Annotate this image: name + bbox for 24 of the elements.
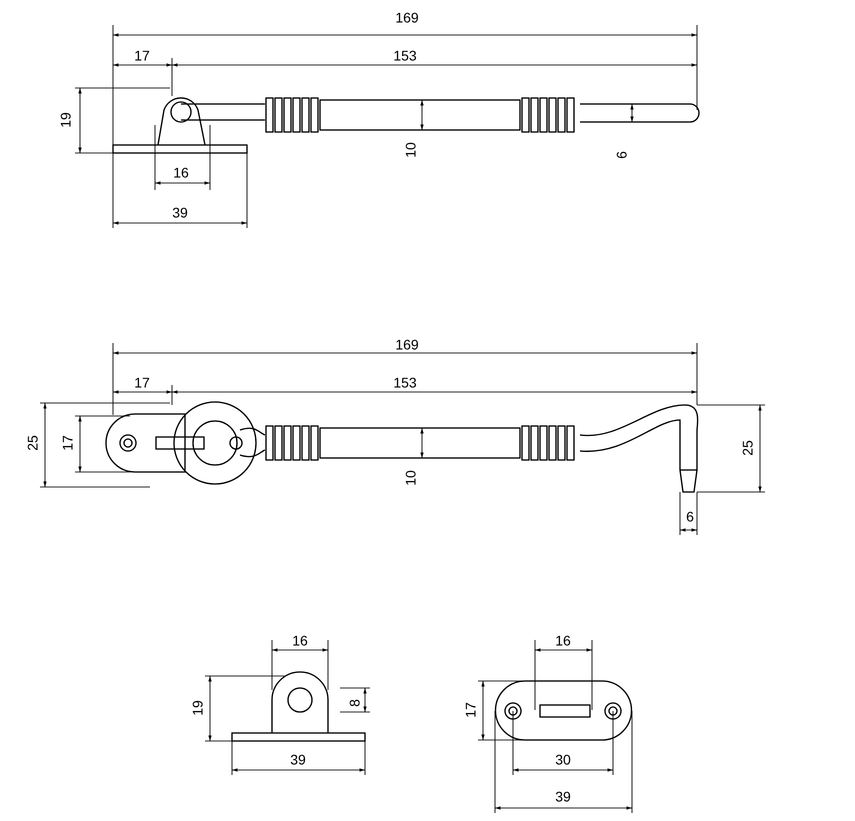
dimension-label: 17 <box>60 434 76 452</box>
dimension-label: 10 <box>404 141 418 159</box>
dimension-label: 17 <box>464 701 478 719</box>
dimension-label: 169 <box>394 338 420 352</box>
dimension-label: 30 <box>554 752 572 768</box>
dimension-label: 39 <box>171 206 189 220</box>
dimension-label: 6 <box>614 150 630 160</box>
dimension-label: 39 <box>289 752 307 768</box>
dimension-label: 25 <box>26 434 40 452</box>
dimension-label: 169 <box>394 10 420 26</box>
dimension-label: 16 <box>554 634 572 648</box>
dimension-label: 8 <box>348 698 362 708</box>
dimension-label: 17 <box>133 48 151 64</box>
dimension-label: 10 <box>404 469 418 487</box>
dimension-label: 16 <box>291 634 309 648</box>
dimension-label: 153 <box>392 376 418 390</box>
dimension-label: 17 <box>133 376 151 390</box>
dimension-label: 25 <box>740 439 756 457</box>
dimension-label: 19 <box>190 699 206 717</box>
dimension-label: 6 <box>685 510 695 524</box>
dimension-label: 16 <box>172 166 190 180</box>
dimension-label: 19 <box>58 111 74 129</box>
dimension-label: 39 <box>554 790 572 804</box>
dimension-label: 153 <box>392 48 418 64</box>
